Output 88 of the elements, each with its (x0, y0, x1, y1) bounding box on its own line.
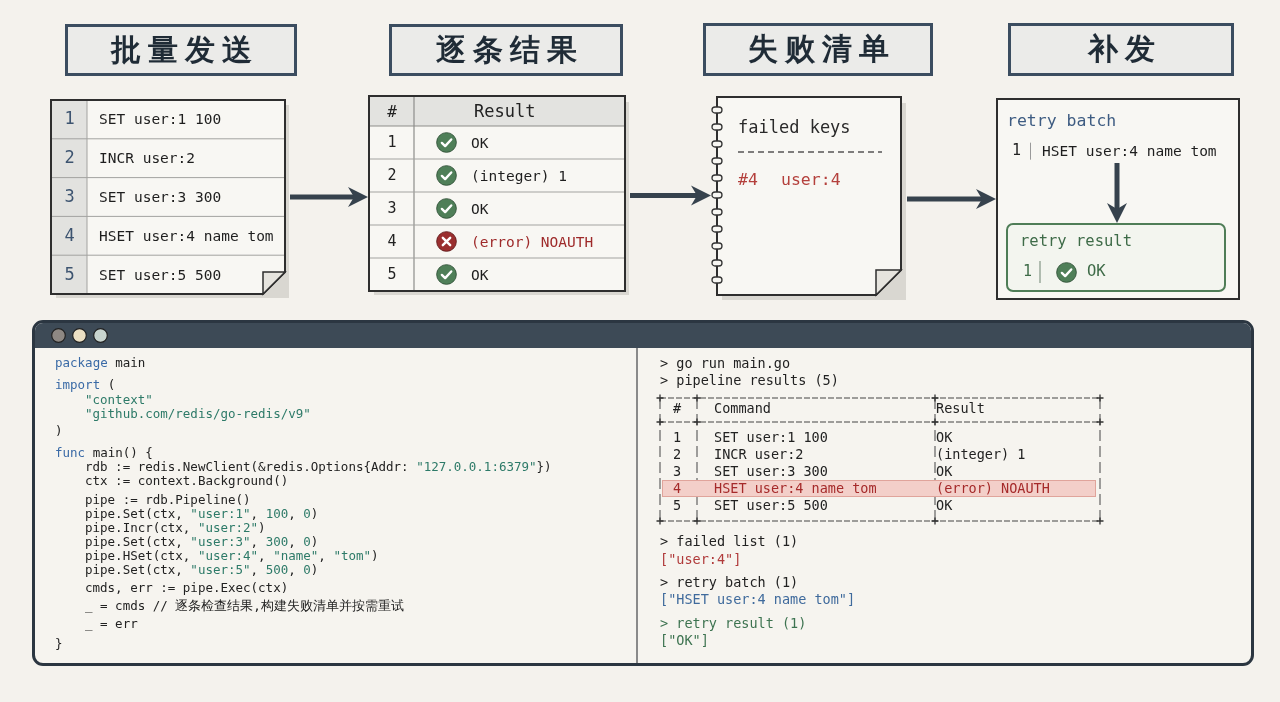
column-header: # (673, 401, 682, 417)
row-number: 3 (387, 199, 397, 218)
result-text: OK (936, 464, 953, 480)
row-number: 1 (387, 133, 397, 152)
result-table (368, 95, 630, 296)
retry-panel (996, 98, 1240, 300)
key-name: user:4 (781, 170, 841, 190)
command-text: SET user:5 500 (714, 498, 828, 514)
command-text: SET user:3 300 (99, 188, 222, 206)
result-text: (error) NOAUTH (936, 481, 1050, 497)
result-text: OK (1087, 263, 1106, 281)
row-number: 5 (673, 498, 682, 514)
code-line: pipe.Set(ctx, "user:1", 100, 0) (85, 506, 319, 522)
code-line: package main (55, 355, 146, 371)
result-text: (integer) 1 (936, 447, 1026, 463)
terminal-line: ["HSET user:4 name tom"] (660, 592, 856, 608)
row-number: 1 (673, 430, 682, 446)
code-line: import ( (55, 377, 116, 393)
code-line: } (55, 636, 63, 652)
code-line: func main() { (55, 445, 153, 461)
code-line: pipe.Incr(ctx, "user:2") (85, 520, 266, 536)
code-line: ) (55, 423, 63, 439)
terminal-line: > go run main.go (660, 356, 791, 372)
terminal-line: ["OK"] (660, 633, 709, 649)
column-header: Result (936, 401, 985, 417)
result-text: OK (936, 498, 953, 514)
panel-heading: retry result (1020, 233, 1132, 251)
terminal-line: > retry result (1) (660, 616, 807, 632)
code-line: pipe := rdb.Pipeline() (85, 492, 251, 508)
section-heading: 逐条结果 (389, 24, 623, 76)
result-text: (error) NOAUTH (471, 233, 594, 250)
command-text: HSET user:4 name tom (1030, 142, 1217, 160)
column-header: Command (714, 401, 771, 417)
command-text: SET user:3 300 (714, 464, 828, 480)
panel-heading: retry batch (1007, 111, 1117, 131)
command-text: HSET user:4 name tom (714, 481, 877, 497)
row-number: 3 (64, 187, 75, 207)
result-text: OK (471, 134, 489, 151)
row-number: 5 (387, 265, 397, 284)
code-line: cmds, err := pipe.Exec(ctx) (85, 580, 289, 596)
result-box (1006, 223, 1226, 292)
code-line: "github.com/redis/go-redis/v9" (85, 406, 311, 422)
row-number: 2 (387, 166, 397, 185)
row-number: 4 (387, 232, 397, 251)
code-line: _ = err (85, 616, 138, 632)
panel-heading: failed keys (738, 118, 851, 138)
arrow (290, 187, 368, 207)
command-text: SET user:1 100 (714, 430, 828, 446)
row-number: 1 (1012, 142, 1022, 160)
arrow (630, 185, 711, 206)
result-text: (integer) 1 (471, 167, 568, 184)
terminal-line: ["user:4"] (660, 552, 742, 568)
section-heading: 失败清单 (703, 23, 933, 76)
row-number: 2 (64, 148, 75, 168)
code-line: pipe.HSet(ctx, "user:4", "name", "tom") (85, 548, 379, 564)
result-text: OK (936, 430, 953, 446)
code-line: ctx := context.Background() (85, 473, 289, 489)
command-text: SET user:1 100 (99, 111, 222, 128)
row-number: 4 (64, 226, 75, 246)
command-text: INCR user:2 (99, 149, 196, 167)
section-heading: 批量发送 (65, 24, 297, 76)
arrow (1107, 163, 1127, 223)
key-index: #4 (738, 170, 758, 190)
code-line: pipe.Set(ctx, "user:5", 500, 0) (85, 562, 319, 578)
code-line: rdb := redis.NewClient(&redis.Options{Addr: "127.0.0.1:6379"}) (85, 459, 552, 475)
command-table (50, 98, 290, 299)
row-number: 4 (673, 481, 682, 497)
terminal-line: > retry batch (1) (660, 575, 799, 591)
row-number: 1 (64, 109, 75, 130)
row-number: 1 (1023, 263, 1033, 281)
terminal-line: > pipeline results (5) (660, 373, 839, 389)
row-number: 3 (673, 464, 682, 480)
code-line: pipe.Set(ctx, "user:3", 300, 0) (85, 534, 319, 550)
command-text: HSET user:4 name tom (99, 227, 274, 245)
arrow (907, 189, 996, 209)
terminal-line: > failed list (1) (660, 534, 799, 550)
row-number: 5 (64, 264, 75, 285)
result-text: OK (471, 200, 489, 217)
code-line: _ = cmds // 逐条检查结果,构建失败清单并按需重试 (85, 598, 404, 614)
result-text: OK (471, 266, 489, 283)
notepad (711, 95, 907, 301)
command-text: SET user:5 500 (99, 266, 222, 283)
command-text: INCR user:2 (714, 447, 804, 463)
code-line: "context" (85, 392, 153, 408)
column-header: # (387, 102, 397, 121)
row-number: 2 (673, 447, 682, 463)
column-header: Result (474, 101, 536, 122)
section-heading: 补发 (1008, 23, 1234, 76)
